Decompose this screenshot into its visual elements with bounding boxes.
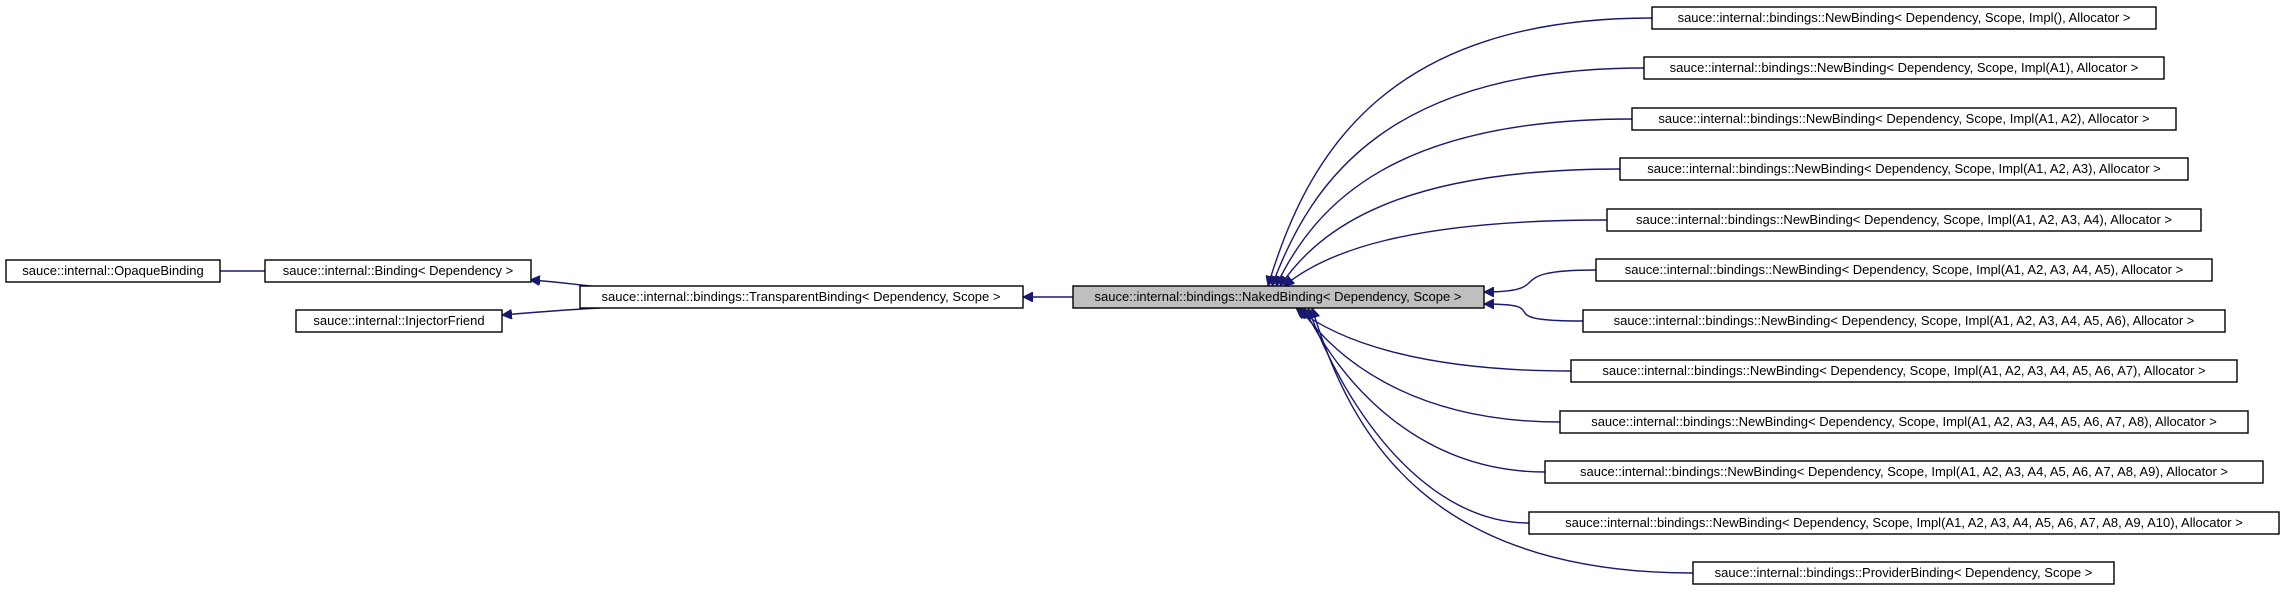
edge-derived-7-to-naked bbox=[1484, 304, 1584, 322]
node-naked-binding[interactable]: sauce::internal::bindings::NakedBinding<… bbox=[1072, 285, 1485, 309]
node-derived-9-label: sauce::internal::bindings::NewBinding< D… bbox=[1591, 414, 2217, 429]
inheritance-edges bbox=[206, 17, 1694, 574]
edge-derived-3-to-naked bbox=[1276, 118, 1633, 286]
node-derived-11[interactable]: sauce::internal::bindings::NewBinding< D… bbox=[1528, 511, 2280, 535]
node-derived-6[interactable]: sauce::internal::bindings::NewBinding< D… bbox=[1595, 258, 2213, 282]
node-derived-1-label: sauce::internal::bindings::NewBinding< D… bbox=[1678, 10, 2131, 25]
edge-derived-10-to-naked bbox=[1303, 308, 1546, 473]
node-transparent-binding-label: sauce::internal::bindings::TransparentBi… bbox=[602, 289, 1001, 304]
node-derived-12[interactable]: sauce::internal::bindings::ProviderBindi… bbox=[1692, 561, 2115, 585]
node-derived-11-label: sauce::internal::bindings::NewBinding< D… bbox=[1565, 515, 2243, 530]
derived-class-nodes: sauce::internal::bindings::NewBinding< D… bbox=[1528, 6, 2280, 585]
edge-derived-4-to-naked bbox=[1280, 168, 1621, 286]
node-injector-friend-label: sauce::internal::InjectorFriend bbox=[313, 313, 484, 328]
node-opaque-binding-label: sauce::internal::OpaqueBinding bbox=[22, 263, 203, 278]
node-derived-12-label: sauce::internal::bindings::ProviderBindi… bbox=[1715, 565, 2093, 580]
node-derived-6-label: sauce::internal::bindings::NewBinding< D… bbox=[1625, 262, 2183, 277]
node-derived-3-label: sauce::internal::bindings::NewBinding< D… bbox=[1658, 111, 2149, 126]
node-derived-3[interactable]: sauce::internal::bindings::NewBinding< D… bbox=[1631, 107, 2177, 131]
node-binding[interactable]: sauce::internal::Binding< Dependency > bbox=[264, 259, 532, 283]
node-injector-friend[interactable]: sauce::internal::InjectorFriend bbox=[295, 309, 503, 333]
node-derived-8-label: sauce::internal::bindings::NewBinding< D… bbox=[1602, 363, 2205, 378]
edge-derived-1-to-naked bbox=[1268, 17, 1653, 286]
node-binding-label: sauce::internal::Binding< Dependency > bbox=[283, 263, 514, 278]
edge-derived-6-to-naked bbox=[1484, 269, 1597, 292]
node-derived-4[interactable]: sauce::internal::bindings::NewBinding< D… bbox=[1619, 157, 2189, 181]
node-derived-1[interactable]: sauce::internal::bindings::NewBinding< D… bbox=[1651, 6, 2157, 30]
node-transparent-binding[interactable]: sauce::internal::bindings::TransparentBi… bbox=[579, 285, 1024, 309]
node-derived-5[interactable]: sauce::internal::bindings::NewBinding< D… bbox=[1606, 208, 2202, 232]
edge-transparent-to-injector-friend bbox=[502, 307, 601, 315]
edge-derived-11-to-naked bbox=[1308, 308, 1530, 524]
node-naked-binding-label: sauce::internal::bindings::NakedBinding<… bbox=[1095, 289, 1462, 304]
node-derived-8[interactable]: sauce::internal::bindings::NewBinding< D… bbox=[1570, 359, 2238, 383]
node-derived-5-label: sauce::internal::bindings::NewBinding< D… bbox=[1636, 212, 2172, 227]
node-derived-7-label: sauce::internal::bindings::NewBinding< D… bbox=[1614, 313, 2195, 328]
node-derived-2-label: sauce::internal::bindings::NewBinding< D… bbox=[1670, 60, 2139, 75]
edge-derived-9-to-naked bbox=[1300, 308, 1561, 423]
node-derived-7[interactable]: sauce::internal::bindings::NewBinding< D… bbox=[1582, 309, 2226, 333]
edge-derived-8-to-naked bbox=[1296, 308, 1572, 372]
node-derived-2[interactable]: sauce::internal::bindings::NewBinding< D… bbox=[1643, 56, 2165, 80]
edge-derived-2-to-naked bbox=[1272, 67, 1645, 286]
edge-derived-5-to-naked bbox=[1284, 219, 1608, 286]
edge-derived-12-to-naked bbox=[1312, 308, 1694, 574]
node-derived-4-label: sauce::internal::bindings::NewBinding< D… bbox=[1647, 161, 2161, 176]
node-derived-10[interactable]: sauce::internal::bindings::NewBinding< D… bbox=[1544, 460, 2264, 484]
node-derived-10-label: sauce::internal::bindings::NewBinding< D… bbox=[1580, 464, 2228, 479]
node-opaque-binding[interactable]: sauce::internal::OpaqueBinding bbox=[5, 259, 221, 283]
node-derived-9[interactable]: sauce::internal::bindings::NewBinding< D… bbox=[1559, 410, 2249, 434]
